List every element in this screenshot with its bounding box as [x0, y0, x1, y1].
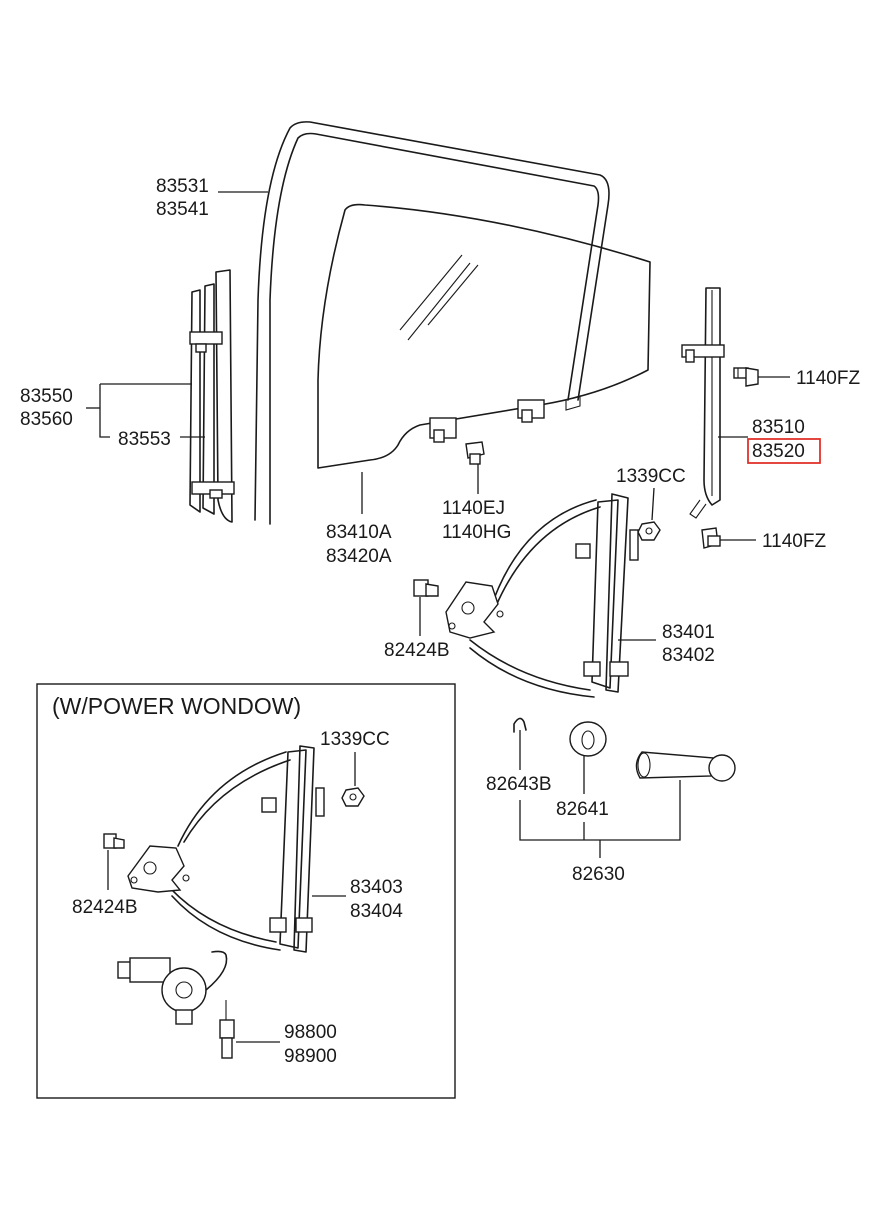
window-run-channel [254, 121, 610, 525]
nut-1339cc-inset [341, 787, 365, 807]
inset-frame [36, 683, 456, 1099]
label-83403: 83403 [350, 877, 403, 898]
door-glass [317, 203, 651, 469]
power-regulator [127, 745, 325, 953]
labels-main: 83531 83541 83550 83560 83553 83410A 834… [20, 176, 860, 885]
manual-regulator [445, 493, 639, 698]
clip-82643b [513, 717, 527, 733]
label-83560: 83560 [20, 409, 73, 430]
rear-channel [681, 287, 725, 519]
label-83541: 83541 [156, 199, 209, 220]
bolt-1140fz-top [733, 367, 759, 387]
bolt-82424b-inset [103, 833, 125, 849]
label-83520: 83520 [752, 441, 805, 462]
label-98800: 98800 [284, 1022, 337, 1043]
label-1339cc-main: 1339CC [616, 466, 686, 487]
label-83420a: 83420A [326, 546, 392, 567]
handle-82630 [635, 751, 736, 782]
window-motor [117, 950, 235, 1059]
label-1140fz-bottom: 1140FZ [762, 531, 826, 552]
label-83410a: 83410A [326, 522, 392, 543]
label-82424b-main: 82424B [384, 640, 450, 661]
nut-1339cc-main [637, 521, 661, 541]
leaders-main [86, 191, 790, 858]
label-98900: 98900 [284, 1046, 337, 1067]
label-82424b-inset: 82424B [72, 897, 138, 918]
bolt-82424b-main [413, 579, 439, 597]
label-82630: 82630 [572, 864, 625, 885]
label-83553: 83553 [118, 429, 171, 450]
bolt-1140fz-bottom [701, 527, 721, 549]
front-channel [189, 269, 235, 523]
label-83510: 83510 [752, 417, 805, 438]
inset-title: (W/POWER WONDOW) [52, 693, 301, 719]
label-83404: 83404 [350, 901, 403, 922]
label-1140hg: 1140HG [442, 522, 511, 543]
label-83531: 83531 [156, 176, 209, 197]
inset-power-window: (W/POWER WONDOW) [36, 683, 456, 1099]
label-82641: 82641 [556, 799, 609, 820]
label-1140ej: 1140EJ [442, 498, 505, 519]
label-1140fz-top: 1140FZ [796, 368, 860, 389]
label-82643b: 82643B [486, 774, 552, 795]
label-83550: 83550 [20, 386, 73, 407]
label-83401: 83401 [662, 622, 715, 643]
label-1339cc-inset: 1339CC [320, 729, 390, 750]
bolt-1140ej [465, 441, 485, 465]
washer-82641 [569, 721, 607, 757]
label-83402: 83402 [662, 645, 715, 666]
highlight-box-83520 [747, 438, 821, 464]
